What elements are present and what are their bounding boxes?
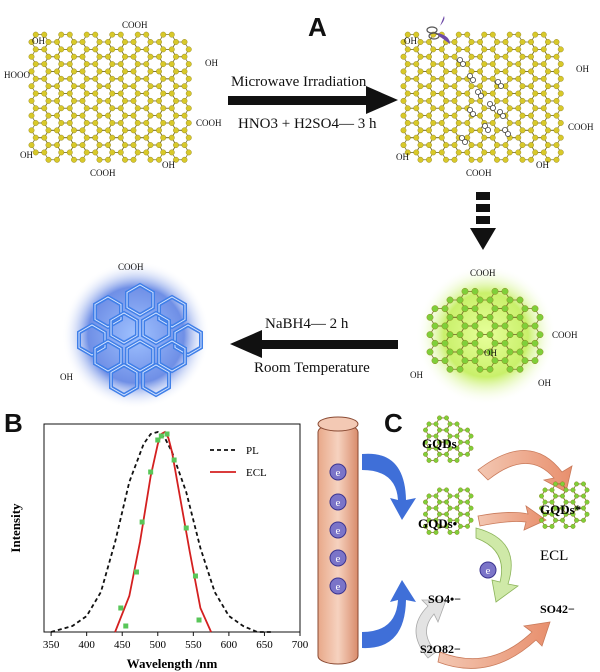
x-tick-label: 700	[292, 639, 309, 651]
microwave-label: Microwave Irradiation	[231, 74, 367, 90]
panel-label-a: A	[308, 12, 327, 42]
green-arrow-icon	[475, 527, 519, 603]
so4-label: SO42−	[540, 602, 575, 616]
scatter-point	[133, 569, 139, 575]
hooo-label: HOOO	[4, 70, 30, 80]
oh-label: OH	[536, 160, 549, 170]
cooh-label: COOH	[470, 268, 496, 278]
oh-label: OH	[404, 36, 417, 46]
panel-label-b: B	[4, 408, 23, 438]
series-line-pl	[50, 431, 272, 633]
grey-arrow-icon	[415, 599, 447, 659]
blue-arrow-icon	[362, 580, 416, 649]
oh-label: OH	[484, 348, 497, 358]
oh-label: OH	[32, 36, 45, 46]
peach-arrow-icon	[437, 621, 551, 669]
graphene-sheet	[28, 31, 192, 163]
oh-label: OH	[538, 378, 551, 388]
y-axis-title: Intensity	[8, 503, 23, 553]
scissors-icon	[426, 16, 450, 44]
scatter-point	[164, 431, 170, 437]
cooh-label: COOH	[466, 168, 492, 178]
synthesis-scheme	[28, 16, 564, 409]
gqds-label: GQDs	[422, 436, 457, 451]
oh-label: OH	[205, 58, 218, 68]
x-tick-label: 350	[43, 639, 60, 651]
legend-label: PL	[246, 445, 259, 457]
x-tick-label: 650	[256, 639, 273, 651]
peach-arrow-icon	[477, 505, 547, 531]
electron-icon	[479, 561, 497, 579]
ecl-mechanism: e e e e e e	[317, 415, 590, 669]
electron-label: e	[336, 553, 341, 565]
arrow-nabh4	[230, 330, 398, 358]
electron-label: e	[336, 467, 341, 479]
nabh4-label: NaBH4— 2 h	[265, 316, 349, 332]
oh-label: OH	[20, 150, 33, 160]
legend-label: ECL	[246, 467, 267, 479]
electron-label: e	[486, 565, 491, 577]
panel-label-c: C	[384, 408, 403, 438]
oh-label: OH	[576, 64, 589, 74]
cooh-label: COOH	[196, 118, 222, 128]
scatter-point	[171, 457, 177, 463]
chart-axes	[43, 423, 301, 633]
electron-column: e e e e e	[329, 463, 347, 595]
blue-gqd	[77, 282, 203, 398]
scatter-point	[139, 519, 145, 525]
electron-label: e	[336, 497, 341, 509]
x-tick-label: 550	[185, 639, 202, 651]
x-axis-title: Wavelength /nm	[127, 656, 218, 671]
arrow-microwave	[228, 86, 398, 114]
cooh-label: COOH	[552, 330, 578, 340]
oh-label: OH	[162, 160, 175, 170]
cooh-label: COOH	[122, 20, 148, 30]
scatter-point	[183, 525, 189, 531]
scatter-point	[148, 469, 154, 475]
acid-label: HNO3 + H2SO4— 3 h	[238, 116, 377, 132]
oxidized-graphene-sheet	[400, 31, 564, 163]
so4-radical-label: SO4•−	[428, 592, 462, 606]
scatter-point	[123, 623, 129, 629]
roomtemp-label: Room Temperature	[254, 360, 370, 376]
oh-label: OH	[410, 370, 423, 380]
peach-arrow-icon	[477, 450, 573, 493]
oh-label: OH	[60, 372, 73, 382]
x-tick-label: 400	[78, 639, 95, 651]
electron-label: e	[336, 525, 341, 537]
scatter-point	[192, 573, 198, 579]
blue-arrow-icon	[362, 453, 416, 520]
scatter-point	[158, 433, 164, 439]
green-gqd	[426, 287, 544, 373]
scatter-point	[196, 617, 202, 623]
gqds-radical-label: GQDs•	[418, 516, 458, 531]
s2o8-label: S2O82−	[420, 642, 461, 656]
x-tick-label: 600	[221, 639, 238, 651]
cooh-label: COOH	[118, 262, 144, 272]
arrow-down	[470, 192, 496, 250]
ecl-label: ECL	[540, 548, 569, 564]
scatter-point	[155, 437, 161, 443]
cooh-label: COOH	[568, 122, 594, 132]
electron-label: e	[336, 581, 341, 593]
oh-label: OH	[396, 152, 409, 162]
x-tick-label: 450	[114, 639, 131, 651]
electrode	[317, 416, 359, 665]
x-tick-label: 500	[150, 639, 167, 651]
gqds-excited-label: GQDs*	[540, 502, 582, 517]
cooh-label: COOH	[90, 168, 116, 178]
scatter-point	[118, 605, 124, 611]
